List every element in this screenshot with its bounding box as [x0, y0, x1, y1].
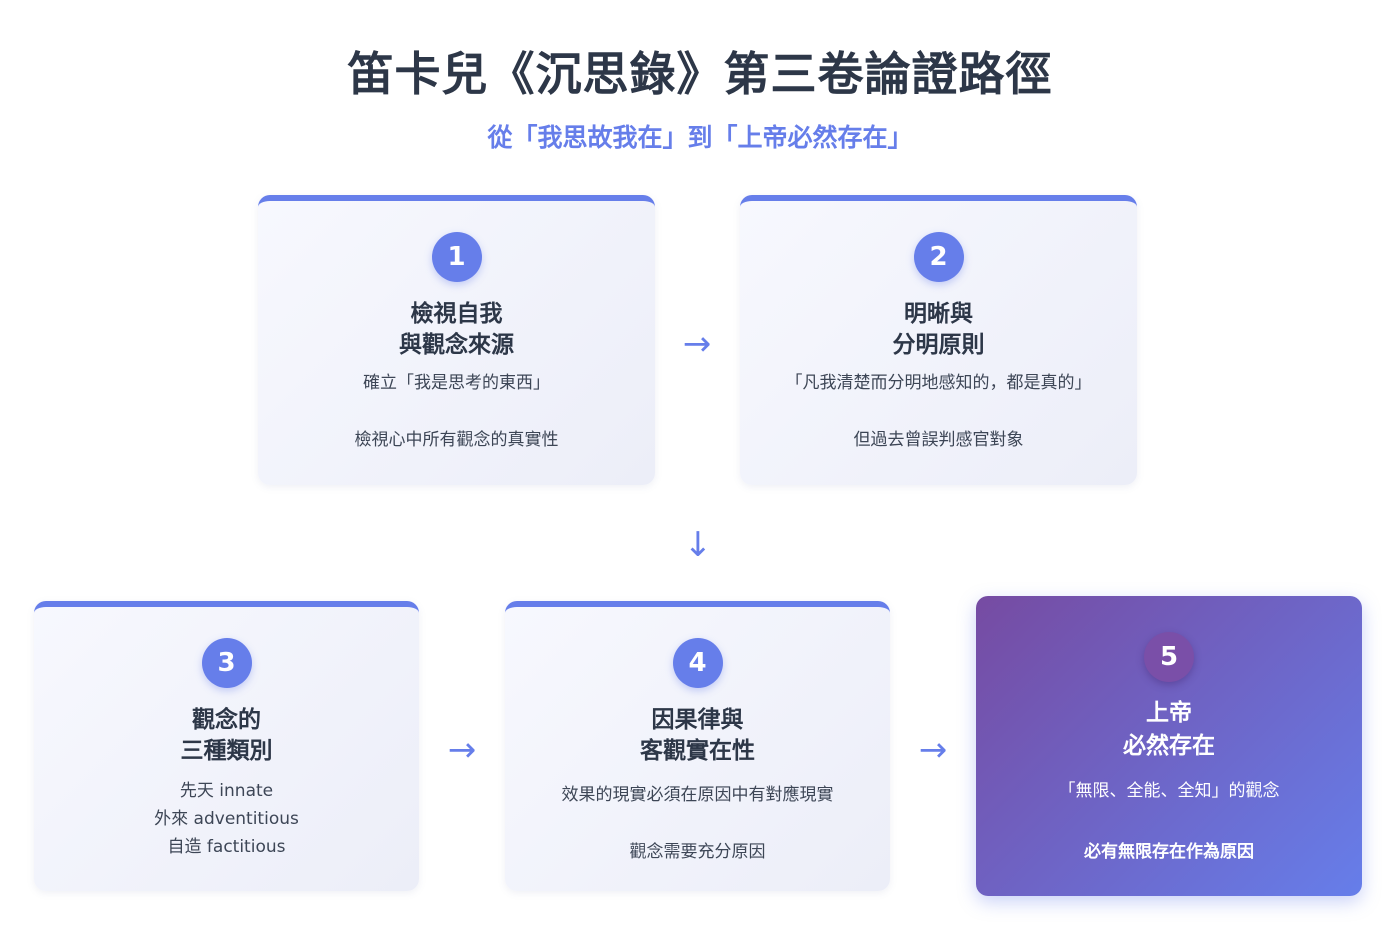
step-number-badge: 3: [201, 638, 252, 688]
step-card-1: 1 檢視自我 與觀念來源 確立「我是思考的東西」 檢視心中所有觀念的真實性: [258, 195, 655, 485]
step-description: 觀念需要充分原因: [629, 842, 766, 862]
arrow-right-icon: →: [918, 730, 948, 770]
step-description: 但過去曾誤判感官對象: [853, 430, 1024, 450]
step-title: 檢視自我 與觀念來源: [258, 299, 655, 361]
step-title-line: 與觀念來源: [399, 332, 514, 358]
step-title: 觀念的 三種類別: [34, 705, 419, 767]
step-title-line: 客觀實在性: [640, 738, 755, 764]
step-title-line: 三種類別: [180, 738, 273, 764]
step-title-line: 因果律與: [651, 707, 744, 733]
step-number-badge: 1: [431, 232, 482, 282]
step-title-line: 上帝: [1146, 700, 1192, 726]
step-number-badge: 2: [913, 232, 964, 282]
step-description: 外來 adventitious: [154, 809, 299, 829]
step-title-line: 明晰與: [904, 301, 973, 327]
step-description: 檢視心中所有觀念的真實性: [354, 430, 559, 450]
arrow-right-icon: →: [682, 324, 712, 364]
step-title: 因果律與 客觀實在性: [505, 705, 890, 767]
step-card-3: 3 觀念的 三種類別 先天 innate 外來 adventitious 自造 …: [34, 601, 419, 891]
page-subtitle: 從「我思故我在」到「上帝必然存在」: [487, 123, 913, 152]
step-title-line: 檢視自我: [410, 301, 503, 327]
step-description: 效果的現實必須在原因中有對應現實: [561, 785, 834, 805]
page-title: 笛卡兒《沉思錄》第三卷論證路徑: [347, 47, 1053, 101]
step-description: 自造 factitious: [167, 837, 286, 857]
step-card-5: 5 上帝 必然存在 「無限、全能、全知」的觀念 必有無限存在作為原因: [976, 596, 1362, 896]
step-number-badge: 5: [1144, 632, 1194, 682]
arrow-right-icon: →: [447, 730, 477, 770]
step-description: 先天 innate: [179, 781, 274, 801]
step-description: 確立「我是思考的東西」: [363, 373, 550, 393]
arrow-down-icon: ↓: [683, 525, 713, 565]
step-title-line: 觀念的: [192, 707, 261, 733]
step-title-line: 必然存在: [1123, 733, 1215, 759]
step-description: 「凡我清楚而分明地感知的，都是真的」: [785, 373, 1092, 393]
step-description: 「無限、全能、全知」的觀念: [1058, 781, 1280, 801]
step-conclusion: 必有無限存在作為原因: [1084, 842, 1254, 862]
step-card-2: 2 明晰與 分明原則 「凡我清楚而分明地感知的，都是真的」 但過去曾誤判感官對象: [740, 195, 1137, 485]
step-title: 明晰與 分明原則: [740, 299, 1137, 361]
step-card-4: 4 因果律與 客觀實在性 效果的現實必須在原因中有對應現實 觀念需要充分原因: [505, 601, 890, 891]
step-title-line: 分明原則: [892, 332, 985, 358]
step-title: 上帝 必然存在: [976, 697, 1362, 763]
step-number-badge: 4: [672, 638, 723, 688]
